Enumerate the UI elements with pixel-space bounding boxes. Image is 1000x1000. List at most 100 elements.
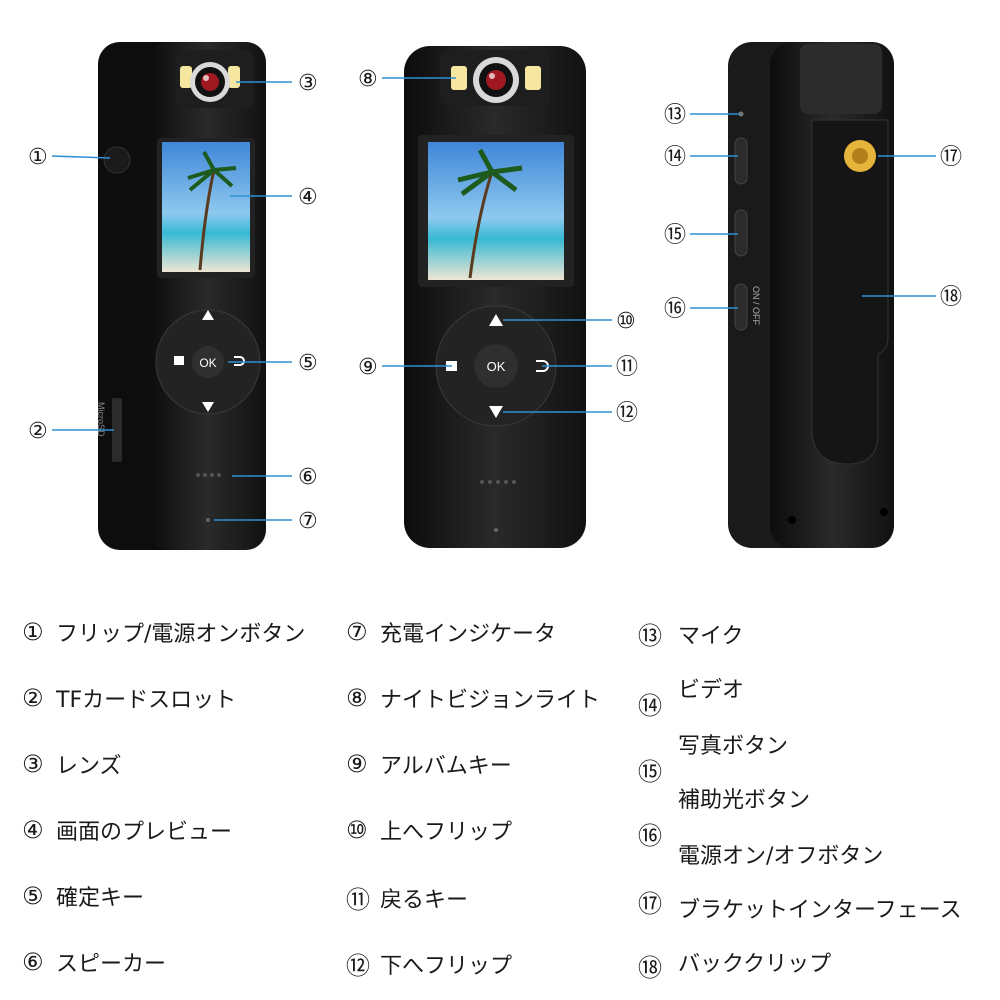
legend-text: レンズ xyxy=(56,754,122,779)
legend-item-8: ⑧ ナイトビジョンライト xyxy=(346,682,600,714)
callout-13: ⑬ xyxy=(664,103,686,128)
ok-button[interactable] xyxy=(474,344,518,388)
mic-icon xyxy=(738,111,744,117)
callout-16: ⑯ xyxy=(664,297,686,322)
legend-text: 下へフリップ xyxy=(380,953,513,979)
legend-text: ナイトビジョンライト xyxy=(380,688,601,713)
charge-indicator xyxy=(494,528,498,532)
callout-6: ⑥ xyxy=(298,465,318,490)
legend-text: TFカードスロット xyxy=(56,688,237,713)
callout-14: ⑭ xyxy=(664,145,686,170)
legend-text: 確定キー xyxy=(56,886,145,911)
legend-text: アルバムキー xyxy=(380,754,512,779)
legend-num-14: ⑭ xyxy=(638,692,662,720)
legend-num: ① xyxy=(22,618,44,646)
back-clip xyxy=(811,119,889,465)
ok-button[interactable] xyxy=(192,346,224,378)
device-middle: OK xyxy=(404,46,586,548)
legend-num: ⑩ xyxy=(346,816,368,844)
ok-label: OK xyxy=(199,356,216,370)
legend-text-16a: 補助光ボタン xyxy=(678,788,811,813)
legend-num-15: ⑮ xyxy=(638,758,662,786)
legend-item-4: ④ 画面のプレビュー xyxy=(22,814,232,846)
callout-15: ⑮ xyxy=(664,223,686,248)
power-button[interactable] xyxy=(734,283,748,331)
legend-num: ⑪ xyxy=(346,886,370,914)
callout-7: ⑦ xyxy=(298,509,318,534)
speaker-icon xyxy=(196,473,221,477)
legend-num: ⑦ xyxy=(346,618,368,646)
legend-num-16: ⑯ xyxy=(638,822,662,850)
night-light-right xyxy=(525,66,541,90)
callout-10: ⑩ xyxy=(616,309,636,334)
legend-item-1: ① フリップ/電源オンボタン xyxy=(22,616,305,648)
legend-num: ⑫ xyxy=(346,952,370,980)
legend-num: ⑨ xyxy=(346,750,368,778)
callout-17: ⑰ xyxy=(940,145,962,170)
callout-11: ⑪ xyxy=(616,355,638,380)
night-light-left xyxy=(180,66,192,88)
legend-item-3: ③ レンズ xyxy=(22,748,122,780)
legend-num-18: ⑱ xyxy=(638,954,662,982)
legend-text: 充電インジケータ xyxy=(380,622,557,647)
legend-item-13: ⑬ マイク xyxy=(638,616,744,651)
legend-text-15: 写真ボタン xyxy=(678,734,789,759)
legend-num-17: ⑰ xyxy=(638,890,662,918)
video-button[interactable] xyxy=(734,137,748,185)
legend-text: フリップ/電源オンボタン xyxy=(56,622,306,647)
down-arrow-icon[interactable] xyxy=(489,406,503,418)
device-left: OK MicroSD xyxy=(96,42,266,550)
microsd-label: MicroSD xyxy=(96,402,106,437)
legend-text-14: ビデオ xyxy=(678,678,745,703)
callout-8: ⑧ xyxy=(358,67,378,92)
callout-9: ⑨ xyxy=(358,355,378,380)
up-arrow-icon[interactable] xyxy=(489,314,503,326)
callout-2: ② xyxy=(28,419,48,444)
charge-indicator xyxy=(206,518,210,522)
callout-18: ⑱ xyxy=(940,285,962,310)
legend-text-18: バッククリップ xyxy=(678,952,832,977)
legend-num: ② xyxy=(22,684,44,712)
legend-item-5: ⑤ 確定キー xyxy=(22,880,144,912)
legend-num: ④ xyxy=(22,816,44,844)
legend-item-7: ⑦ 充電インジケータ xyxy=(346,616,556,648)
legend-item-2: ② TFカードスロット xyxy=(22,682,236,714)
ok-label: OK xyxy=(487,359,506,374)
legend-item-11: ⑪ 戻るキー xyxy=(346,880,468,915)
legend-num: ③ xyxy=(22,750,44,778)
callout-lines xyxy=(51,77,936,521)
down-arrow-icon[interactable] xyxy=(202,402,214,412)
legend-num: ⑬ xyxy=(638,622,662,650)
tf-card-slot[interactable] xyxy=(112,398,122,462)
speaker-icon xyxy=(480,480,516,484)
legend-num: ⑥ xyxy=(22,948,44,976)
photo-light-button[interactable] xyxy=(734,209,748,257)
legend-text: スピーカー xyxy=(56,952,167,977)
legend-text: 戻るキー xyxy=(380,887,469,913)
legend-item-9: ⑨ アルバムキー xyxy=(346,748,512,780)
callout-4: ④ xyxy=(298,185,318,210)
camera-diagram: OK MicroSD OK xyxy=(28,42,962,550)
back-icon[interactable] xyxy=(234,356,245,366)
flip-power-button[interactable] xyxy=(103,146,131,174)
night-light-left xyxy=(451,66,467,90)
callout-5: ⑤ xyxy=(298,351,318,376)
screen-preview-image xyxy=(428,142,564,280)
album-icon[interactable] xyxy=(174,356,184,365)
callout-12: ⑫ xyxy=(616,401,638,426)
legend-item-10: ⑩ 上へフリップ xyxy=(346,814,512,846)
legend-text: 上へフリップ xyxy=(380,820,513,845)
legend-item-6: ⑥ スピーカー xyxy=(22,946,166,978)
legend-item-12: ⑫ 下へフリップ xyxy=(346,946,512,981)
callout-3: ③ xyxy=(298,71,318,96)
legend-text: マイク xyxy=(678,623,744,649)
legend-text: 画面のプレビュー xyxy=(56,820,233,845)
lens-head-back xyxy=(800,44,882,114)
callout-1: ① xyxy=(28,145,48,170)
legend-num: ⑧ xyxy=(346,684,368,712)
device-right: ON / OFF xyxy=(728,42,894,548)
up-arrow-icon[interactable] xyxy=(202,310,214,320)
onoff-label: ON / OFF xyxy=(751,286,761,325)
legend-text-16b: 電源オン/オフボタン xyxy=(678,844,884,869)
legend-text-17: ブラケットインターフェース xyxy=(678,898,962,923)
